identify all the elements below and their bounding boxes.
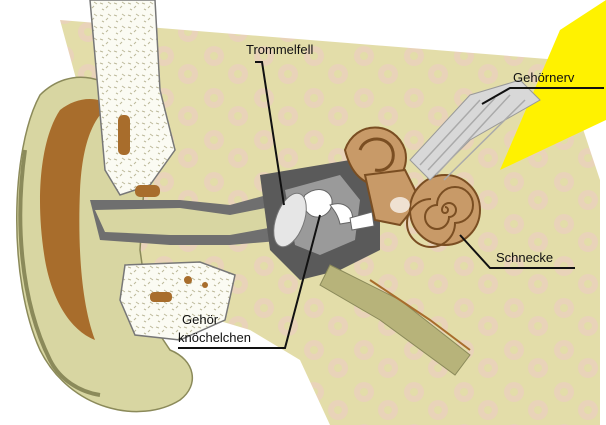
bone-cavity-low — [150, 292, 172, 302]
label-cochlea: Schnecke — [496, 250, 553, 266]
label-eardrum: Trommelfell — [246, 42, 313, 58]
bone-cavity-mid — [135, 185, 160, 197]
cochlea-shape — [410, 175, 480, 245]
lower-bone — [120, 262, 235, 340]
label-ossicles-line2: knöchelchen — [178, 330, 251, 346]
ossicle-malleus — [303, 190, 332, 217]
bone-cavity-top — [118, 115, 130, 155]
label-ossicles-line1: Gehör — [182, 312, 218, 328]
label-auditory-nerve: Gehörnerv — [513, 70, 574, 86]
